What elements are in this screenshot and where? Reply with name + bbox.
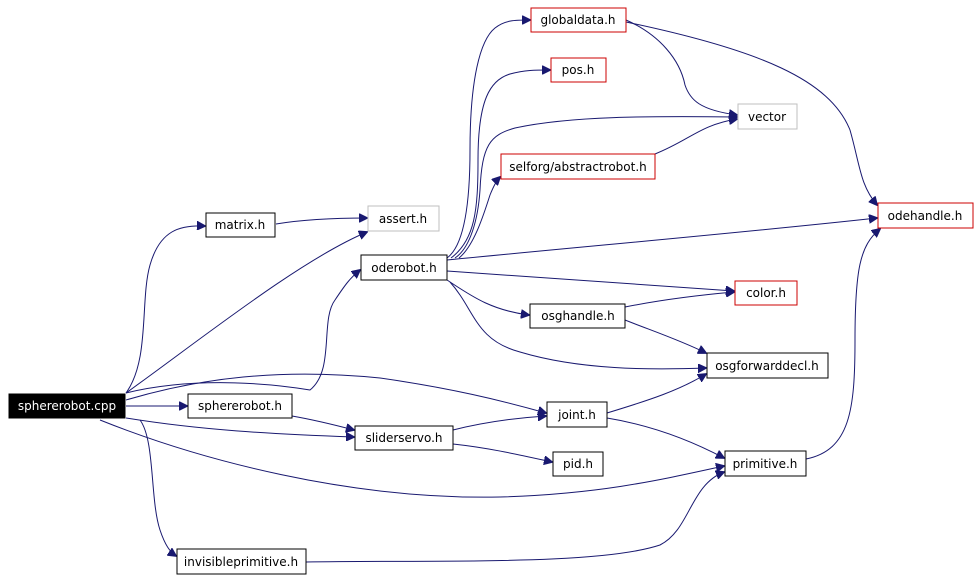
node-label: color.h [746,286,786,300]
node-odehandle-h[interactable]: odehandle.h [877,202,974,229]
node-label: pos.h [562,63,595,77]
edge-root-joint [125,373,546,413]
edge-oderobot-color [446,270,734,291]
edge-oderobot-osgforwarddecl [449,281,706,369]
edge-joint-osgforwarddecl [606,374,706,414]
edge-sliderservo-joint [452,416,546,431]
node-label: assert.h [379,212,427,226]
node-assert-h[interactable]: assert.h [367,205,440,232]
node-label: invisibleprimitive.h [184,555,298,569]
node-selforg-abstractrobot-h[interactable]: selforg/abstractrobot.h [500,153,656,180]
edge-globaldata-odehandle [625,21,877,205]
edge-globaldata-vector [625,19,737,115]
node-label: sphererobot.h [198,399,282,413]
node-label: matrix.h [215,218,266,232]
node-label: oderobot.h [371,261,436,275]
node-sphererobot-h[interactable]: sphererobot.h [187,393,293,419]
node-label: osghandle.h [541,309,615,323]
node-label: sphererobot.cpp [18,399,116,413]
node-joint-h[interactable]: joint.h [546,401,608,428]
edge-osghandle-color [624,292,734,308]
edge-joint-primitive [606,417,724,458]
edge-root-sliderservo [125,417,354,437]
node-matrix-h[interactable]: matrix.h [205,212,276,238]
edge-oderobot-globaldata [446,20,530,259]
node-label: pid.h [563,457,593,471]
node-primitive-h[interactable]: primitive.h [724,450,807,477]
node-label: selforg/abstractrobot.h [509,160,647,174]
node-label: joint.h [557,408,596,422]
node-sphererobot-cpp[interactable]: sphererobot.cpp [8,393,126,419]
edge-sphererobot-sliderservo [291,415,354,430]
edge-oderobot-abstractrobot [458,177,500,259]
node-label: primitive.h [733,457,798,471]
node-color-h[interactable]: color.h [734,280,798,306]
edge-sliderservo-pid [452,443,552,462]
node-invisibleprimitive-h[interactable]: invisibleprimitive.h [176,548,307,575]
edge-root-matrix [125,226,205,394]
node-label: sliderservo.h [365,431,442,445]
edge-root-assert [125,232,367,394]
edge-root-primitive [99,419,724,498]
node-pos-h[interactable]: pos.h [550,57,607,83]
node-oderobot-h[interactable]: oderobot.h [360,254,448,281]
edge-root-invisibleprimitive [139,419,176,556]
node-osghandle-h[interactable]: osghandle.h [529,303,626,329]
node-label: vector [748,110,786,124]
node-pid-h[interactable]: pid.h [552,451,604,477]
node-label: odehandle.h [888,209,963,223]
edge-oderobot-pos [450,70,550,259]
node-vector[interactable]: vector [737,103,798,130]
node-label: globaldata.h [540,13,615,27]
edge-invisibleprimitive-primitive [305,472,724,563]
edge-oderobot-odehandle [446,218,877,261]
edge-abstractrobot-vector [654,119,737,155]
edge-oderobot-vector [454,117,737,259]
file-nodes: sphererobot.cpp matrix.h assert.h global… [8,7,974,575]
node-label: osgforwarddecl.h [715,359,819,373]
node-sliderservo-h[interactable]: sliderservo.h [354,425,454,451]
edge-root-oderobot [125,270,360,394]
node-osgforwarddecl-h[interactable]: osgforwarddecl.h [706,352,829,379]
edge-matrix-assert [275,218,367,225]
edge-oderobot-osghandle [446,279,529,315]
edge-primitive-odehandle [805,229,880,460]
edge-osghandle-osgforwarddecl [624,319,706,353]
dependency-edges [99,19,880,563]
node-globaldata-h[interactable]: globaldata.h [530,7,627,33]
